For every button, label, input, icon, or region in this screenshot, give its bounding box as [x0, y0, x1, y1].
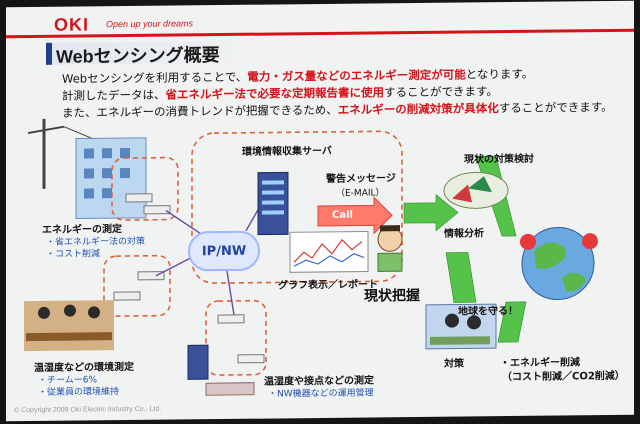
- diagram-art: [24, 118, 598, 396]
- alert-label: 警告メッセージ: [326, 173, 396, 185]
- graph-screen-icon: [289, 230, 369, 273]
- server-label: 環境情報収集サーバ: [242, 145, 332, 158]
- ip-network-label: IP/NW: [201, 243, 247, 259]
- alert-sub-label: （E-MAIL）: [336, 188, 385, 199]
- analysis-label: 情報分析: [444, 228, 484, 240]
- measures-label: 対策: [444, 358, 464, 370]
- graph-label: グラフ表示／レポート: [278, 279, 378, 292]
- analysis-chart-icon: [443, 171, 509, 209]
- contact-item-1: ・NW機器などの運用管理: [268, 388, 374, 400]
- person-icon: [377, 225, 403, 272]
- current-status-label: 現状把握: [364, 287, 420, 305]
- meeting-people-icon: [24, 300, 114, 352]
- operators-console-icon: [425, 303, 497, 350]
- presentation-slide: OKI Open up your dreams Webセンシング概要 Webセン…: [6, 0, 634, 422]
- reduction-sub-label: （コスト削減／CO2削減）: [502, 370, 625, 384]
- earth-label: 地球を守る！: [458, 305, 518, 318]
- call-arrow-icon: [317, 196, 393, 235]
- earth-globe-icon: [520, 227, 598, 301]
- env-item-2: ・従業員の環境維持: [38, 387, 120, 398]
- network-device-icon: [187, 344, 255, 396]
- call-label: Call: [332, 209, 353, 221]
- ip-network-cloud: IP/NW: [188, 230, 260, 272]
- review-label: 現状の対策検討: [464, 153, 534, 166]
- server-rack-icon: [257, 171, 289, 236]
- sensor-device-icon: [113, 193, 265, 364]
- office-building-icon: [75, 137, 147, 220]
- energy-item-2: ・コスト削減: [46, 249, 101, 260]
